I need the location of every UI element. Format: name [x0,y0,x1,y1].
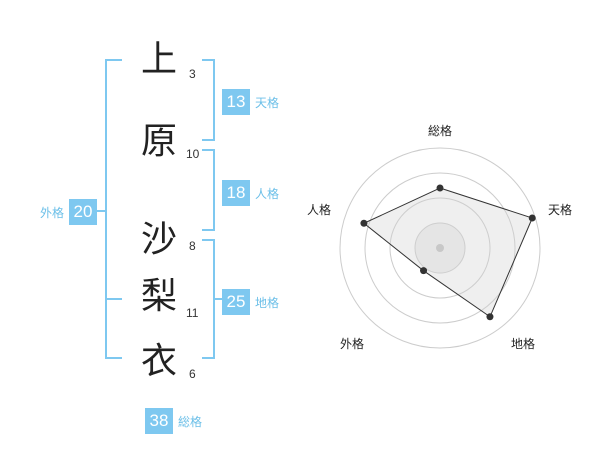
chikaku-value: 25 [222,289,250,315]
radar-axis-label-jinkaku: 人格 [307,203,332,217]
radar-center [436,244,444,252]
gaikaku-badge: 20 外格 [40,199,98,225]
radar-point-gaikaku [420,267,428,275]
radar-axis-label-tenkaku: 天格 [548,203,573,217]
name-char-2: 原 [141,121,178,162]
chikaku-badge: 25 地格 [222,289,279,315]
radar-axis-label-gaikaku: 外格 [340,337,365,351]
soukaku-label: 総格 [178,414,203,429]
name-char-1: 上 [141,39,178,80]
jinkaku-badge: 18 人格 [222,180,279,206]
name-char-4: 梨 [141,276,178,317]
stroke-count-3: 8 [189,239,196,253]
radar-plot [360,184,536,321]
jinkaku-value: 18 [222,180,250,206]
tenkaku-badge: 13 天格 [222,89,279,115]
tenkaku-label: 天格 [255,95,280,110]
soukaku-value: 38 [145,408,173,434]
stroke-count-2: 10 [186,147,200,161]
jinkaku-label: 人格 [255,186,280,201]
chikaku-label: 地格 [255,295,280,310]
radar-polygon [362,187,533,318]
gaikaku-value: 20 [69,199,98,225]
radar-point-soukaku [436,184,444,192]
radar-axis-label-soukaku: 総格 [428,124,453,138]
stroke-count-1: 3 [189,67,196,81]
stroke-count-4: 11 [186,306,199,320]
stroke-count-5: 6 [189,367,196,381]
radar-point-jinkaku [360,219,368,227]
name-char-3: 沙 [141,219,178,260]
gaikaku-label: 外格 [40,205,65,220]
radar-point-tenkaku [528,214,536,222]
name-char-5: 衣 [141,341,178,382]
radar-point-chikaku [486,313,494,321]
radar-axis-label-chikaku: 地格 [511,337,536,351]
tenkaku-value: 13 [222,89,250,115]
soukaku-badge: 38 総格 [145,408,202,434]
